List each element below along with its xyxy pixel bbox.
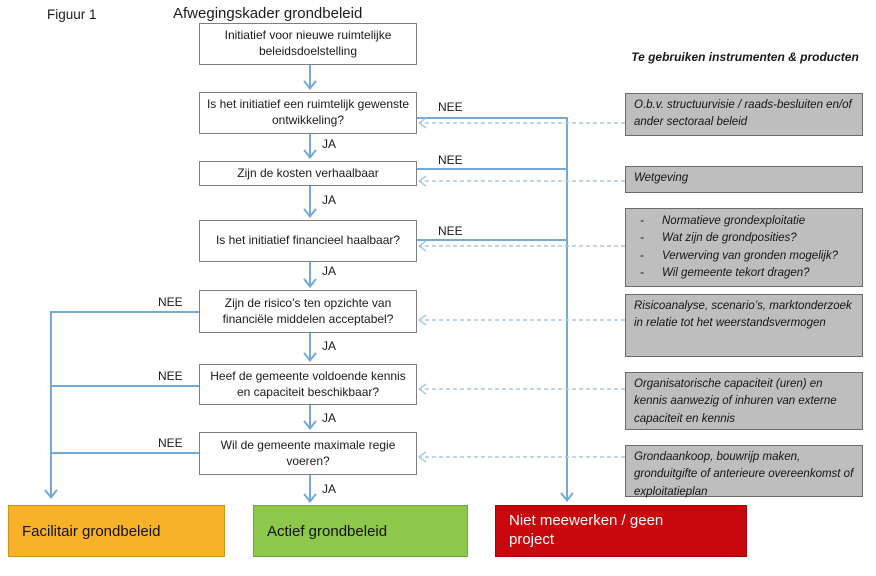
instrument-box-wetgeving: Wetgeving <box>625 166 863 193</box>
bullet-text: Normatieve grondexploitatie <box>662 215 806 227</box>
bullet-dash: - <box>640 215 644 227</box>
ja-label-5: JA <box>322 411 337 425</box>
instrument-box-capaciteit: Organisatorische capaciteit (uren) en ke… <box>625 372 863 430</box>
outcome-actief-grondbeleid: Actief grondbeleid <box>253 505 468 557</box>
outcome-actief-label: Actief grondbeleid <box>267 522 388 540</box>
nee-right-branch <box>417 117 574 503</box>
figure-label: Figuur 1 <box>47 7 97 22</box>
nee-label-1: NEE <box>438 100 463 114</box>
flow-down-arrows <box>303 65 317 504</box>
ja-label-3: JA <box>322 264 337 278</box>
bullet-text: Verwerving van gronden mogelijk? <box>662 249 839 262</box>
nee-left-branch <box>44 311 199 500</box>
nee-label-5: NEE <box>158 369 183 383</box>
nee-label-2: NEE <box>438 153 463 167</box>
nee-label-6: NEE <box>158 436 183 450</box>
instrument-dashed-links <box>417 117 625 463</box>
bullet-text: Wil gemeente tekort dragen? <box>662 266 810 279</box>
question-box-4: Zijn de risico’s ten opzichte van financ… <box>199 290 417 333</box>
nee-label-4: NEE <box>158 295 183 309</box>
bullet-row: - Wil gemeente tekort dragen? <box>634 265 854 282</box>
ja-label-6: JA <box>322 482 337 496</box>
outcome-facilitair-label: Facilitair grondbeleid <box>22 522 161 540</box>
question-box-1: Is het initiatief een ruimtelijk gewenst… <box>199 92 417 134</box>
figure-title: Afwegingskader grondbeleid <box>173 5 363 22</box>
bullet-row: - Verwerving van gronden mogelijk? <box>634 248 854 265</box>
ja-label-1: JA <box>322 137 337 151</box>
bullet-text: Wat zijn de grondposities? <box>662 232 797 245</box>
outcome-facilitair-grondbeleid: Facilitair grondbeleid <box>8 505 225 557</box>
instrument-box-grondexploitatie: - Normatieve grondexploitatie - Wat zijn… <box>625 208 863 287</box>
question-box-6: Wil de gemeente maximale regie voeren? <box>199 432 417 475</box>
instrument-box-grondaankoop: Grondaankoop, bouwrijp maken, gronduitgi… <box>625 445 863 498</box>
bullet-dash: - <box>640 266 644 279</box>
instrument-box-risicoanalyse: Risicoanalyse, scenario’s, marktonderzoe… <box>625 294 863 357</box>
instruments-header: Te gebruiken instrumenten & producten <box>631 50 859 64</box>
bullet-row: - Normatieve grondexploitatie <box>634 213 854 230</box>
outcome-niet-meewerken: Niet meewerken / geen project <box>495 505 747 557</box>
nee-label-3: NEE <box>438 224 463 238</box>
question-box-5: Heef de gemeente voldoende kennis en cap… <box>199 364 417 405</box>
bullet-row: - Wat zijn de grondposities? <box>634 230 854 247</box>
ja-label-4: JA <box>322 339 337 353</box>
question-box-2: Zijn de kosten verhaalbaar <box>199 161 417 186</box>
start-box: Initiatief voor nieuwe ruimtelijke belei… <box>199 23 417 65</box>
question-box-3: Is het initiatief financieel haalbaar? <box>199 220 417 262</box>
ja-label-2: JA <box>322 193 337 207</box>
bullet-dash: - <box>640 249 644 262</box>
instrument-box-structuurvisie: O.b.v. structuurvisie / raads-besluiten … <box>625 93 863 136</box>
bullet-dash: - <box>640 232 644 245</box>
outcome-niet-label: Niet meewerken / geen project <box>509 512 664 548</box>
